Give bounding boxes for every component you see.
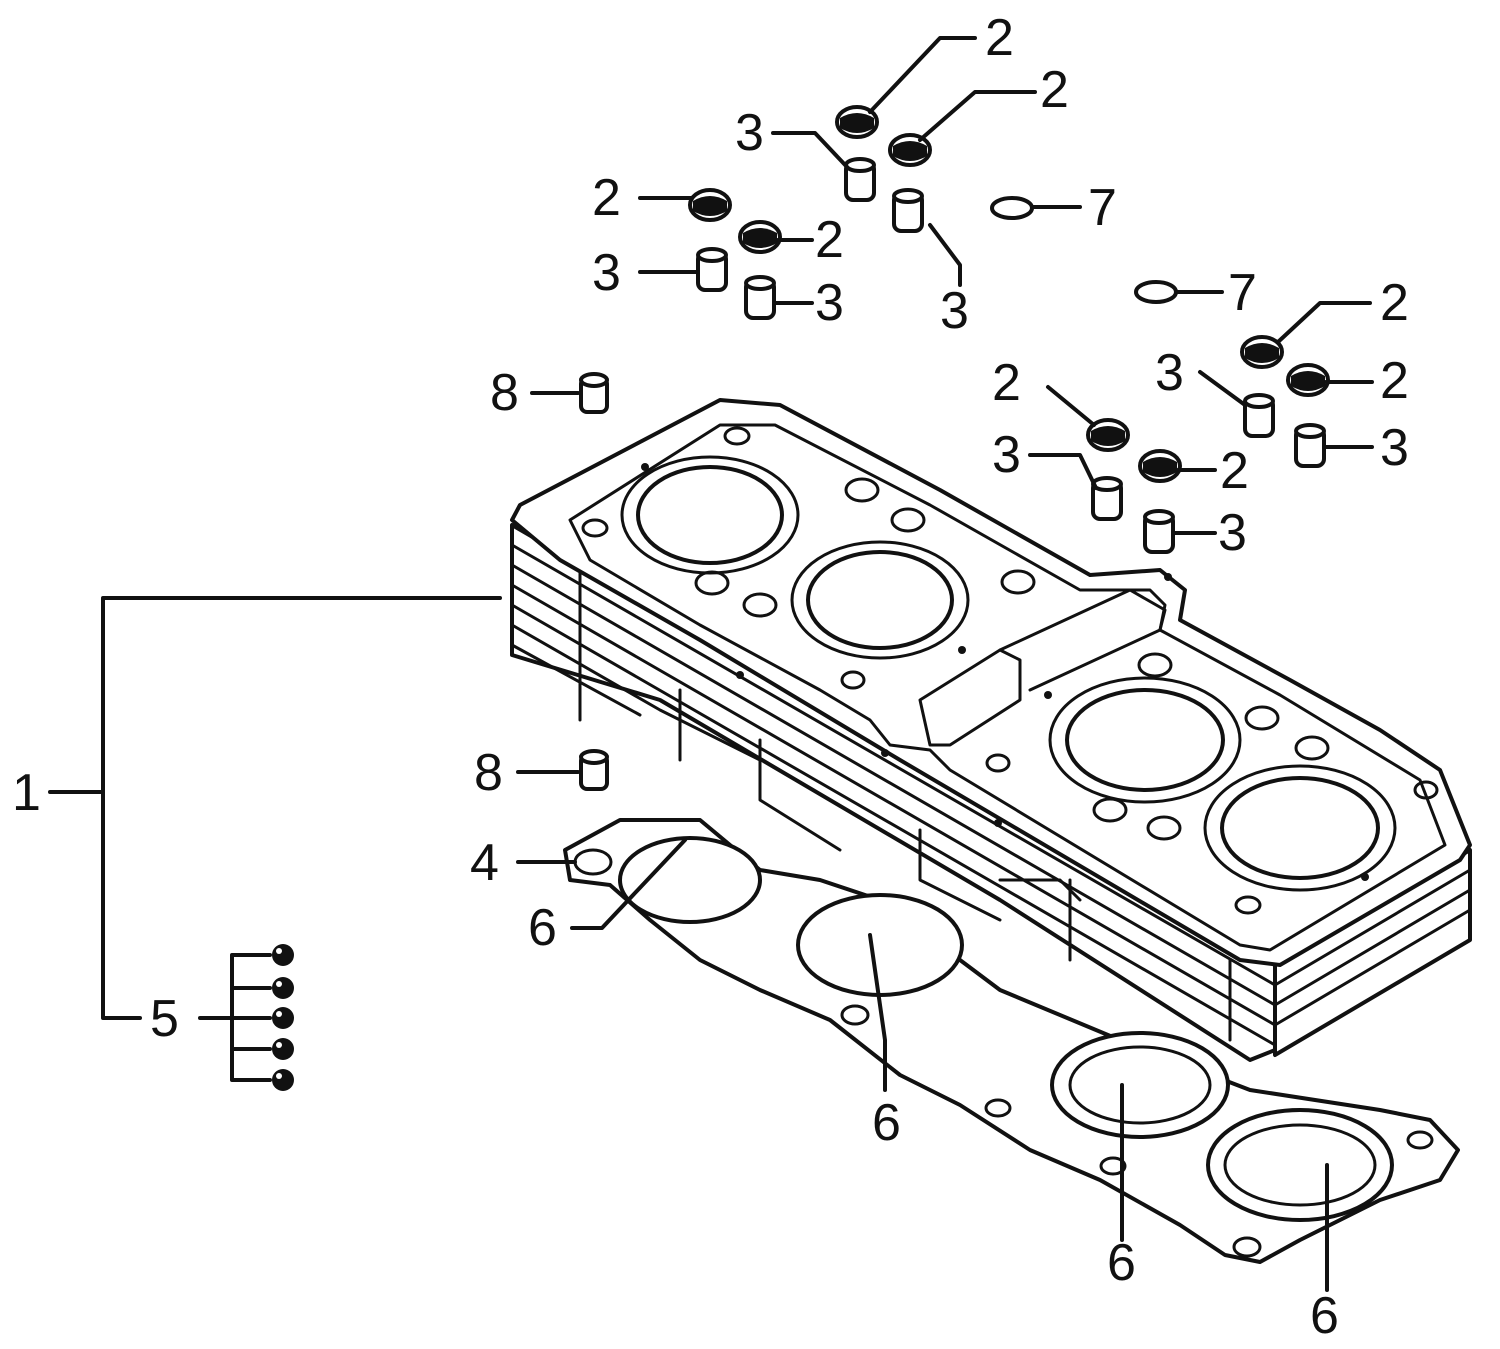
callout-5: 5 [150, 990, 179, 1048]
o-ring-group [618, 836, 1394, 1222]
o-ring-4 [1206, 1108, 1394, 1222]
callout-3-g: 3 [992, 426, 1021, 484]
callout-2-b: 2 [1040, 61, 1069, 119]
callout-8-lower: 8 [474, 744, 503, 802]
cylinder-block [510, 398, 1472, 1062]
callout-6-c: 6 [1107, 1234, 1136, 1292]
callout-7-a: 7 [1088, 179, 1117, 237]
callout-3-a: 3 [735, 104, 764, 162]
o-ring-1 [618, 836, 762, 924]
callout-2-g: 2 [992, 354, 1021, 412]
callout-2-c: 2 [592, 169, 621, 227]
dowel-pins-3 [696, 157, 1326, 554]
leader-lines [48, 36, 1374, 1292]
callout-3-c: 3 [592, 244, 621, 302]
callout-7-b: 7 [1228, 264, 1257, 322]
callout-3-b: 3 [940, 282, 969, 340]
callout-3-d: 3 [815, 274, 844, 332]
callout-8-upper: 8 [490, 364, 519, 422]
callout-1: 1 [12, 764, 41, 822]
callout-4: 4 [470, 834, 499, 892]
callout-2-h: 2 [1220, 442, 1249, 500]
callout-6-d: 6 [1310, 1287, 1339, 1345]
o-ring-3 [1050, 1031, 1230, 1139]
callout-2-d: 2 [815, 211, 844, 269]
callout-3-h: 3 [1218, 504, 1247, 562]
callout-2-f: 2 [1380, 352, 1409, 410]
dowel-pin-8-lower [579, 749, 609, 791]
callout-3-e: 3 [1155, 344, 1184, 402]
o-ring-2 [796, 893, 964, 997]
callout-6-b: 6 [872, 1094, 901, 1152]
dowel-pin-8-upper [579, 372, 609, 414]
valve-seals [688, 105, 1330, 483]
callout-labels: 1 5 4 8 8 2 2 2 2 2 2 2 2 3 3 3 3 3 3 3 … [12, 9, 1409, 1345]
callout-6-a: 6 [528, 899, 557, 957]
stud-bolt-set [198, 944, 294, 1091]
callout-2-e: 2 [1380, 274, 1409, 332]
o-ring-7-upper [990, 196, 1034, 220]
callout-2-a: 2 [985, 9, 1014, 67]
o-ring-7-lower [1134, 280, 1178, 304]
callout-3-f: 3 [1380, 419, 1409, 477]
